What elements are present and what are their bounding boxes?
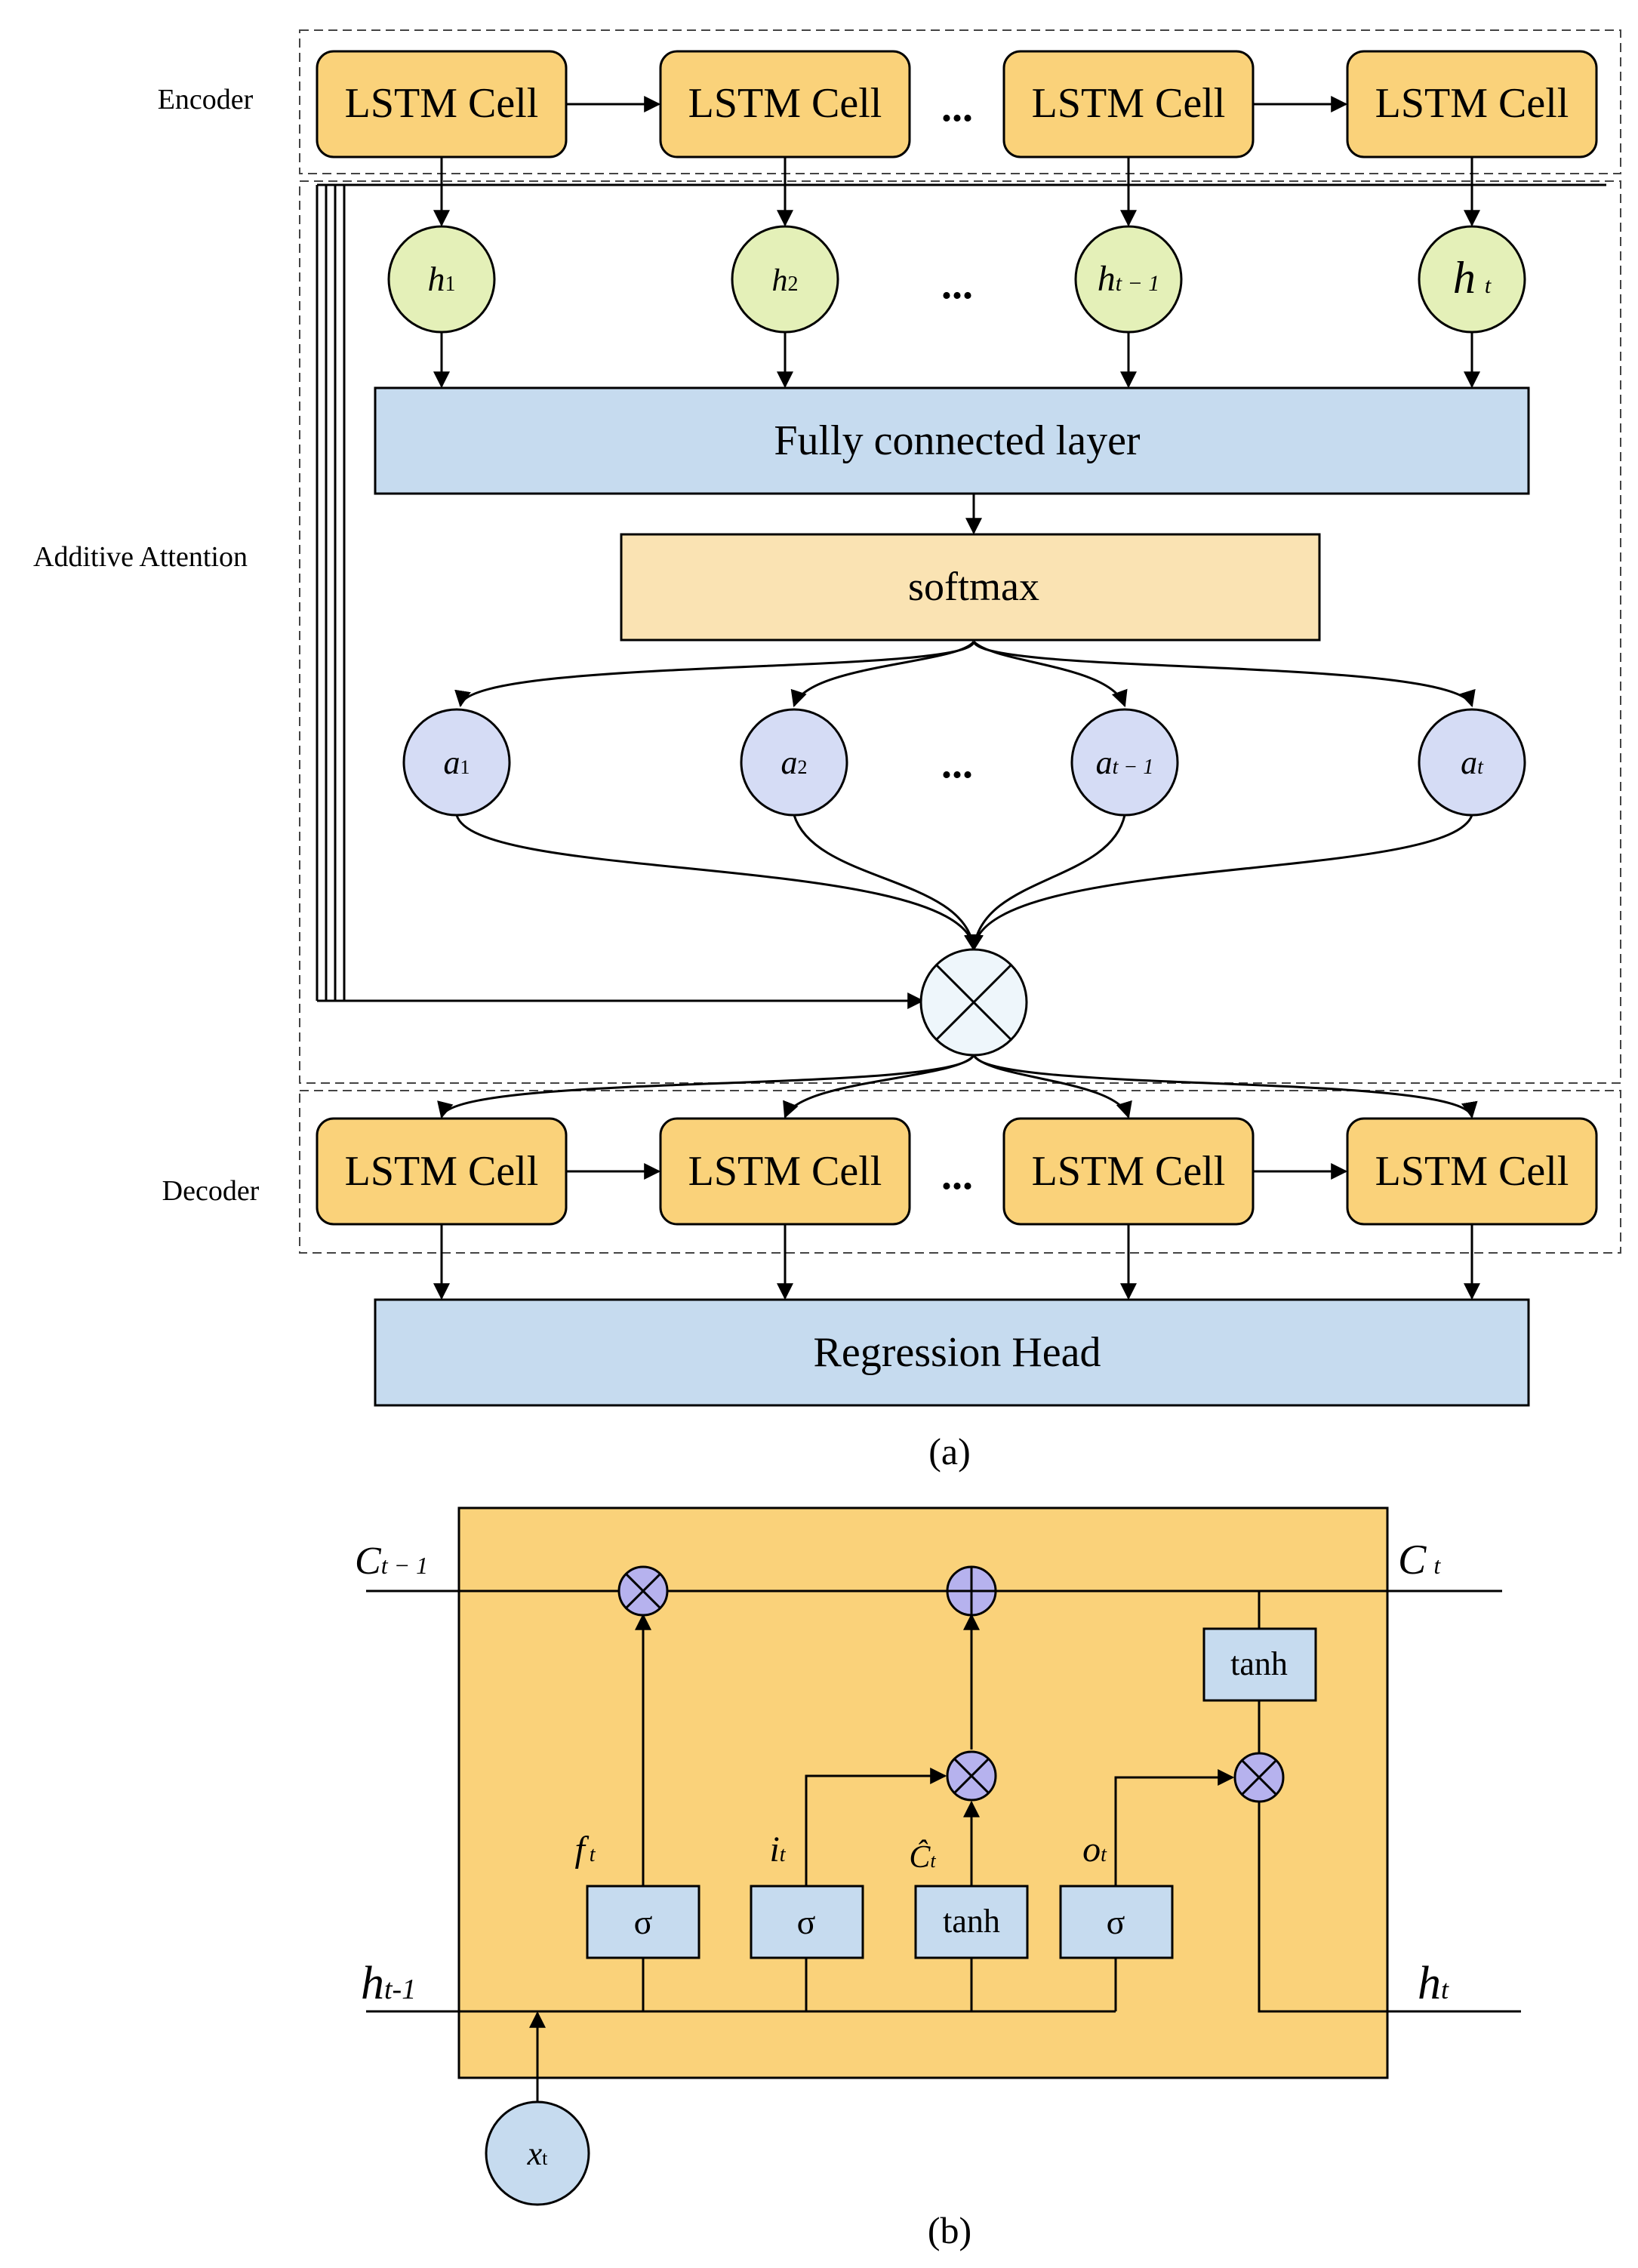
- softmax-label: softmax: [908, 564, 1039, 609]
- cell-tanh-label: tanh: [1230, 1645, 1288, 1682]
- a-t-label: at: [1461, 744, 1484, 781]
- input-multiply-op: [946, 1750, 997, 1802]
- context-fanout: [437, 1054, 1478, 1119]
- output-multiply-op: [1233, 1752, 1285, 1803]
- decoder-lstm-cell-4-label: LSTM Cell: [1375, 1148, 1569, 1195]
- h2-label: h2: [772, 263, 799, 298]
- attention-label: Additive Attention: [33, 541, 248, 573]
- encoder-lstm-cell-2-label: LSTM Cell: [688, 80, 882, 127]
- regression-head: [374, 1298, 1530, 1407]
- output-to-mult-arrow: [1114, 1769, 1235, 1886]
- decoder-frame: [299, 1090, 1621, 1254]
- h1-label: h1: [428, 260, 456, 298]
- encoder-lstm-cell-4-label: LSTM Cell: [1375, 80, 1569, 127]
- regression-head-label: Regression Head: [813, 1329, 1101, 1376]
- encoder-cells: LSTM Cell LSTM Cell LSTM Cell LSTM Cell …: [316, 50, 1598, 158]
- hidden-ellipsis: ...: [941, 261, 973, 308]
- input-to-mult-arrow: [805, 1768, 947, 1886]
- encoder-ellipsis: ...: [941, 84, 973, 131]
- fully-connected-label: Fully connected layer: [774, 417, 1141, 464]
- decoder-lstm-cell-1-label: LSTM Cell: [345, 1148, 539, 1195]
- candidate-tanh-box: [914, 1885, 1029, 1959]
- a1-label: a1: [444, 744, 470, 781]
- fully-connected-layer: [374, 386, 1530, 495]
- h-next-label: ht: [1418, 1958, 1449, 2009]
- skip-connection: [316, 183, 1606, 1009]
- lstm-cell-panel: [457, 1506, 1389, 2079]
- decoder-ellipsis: ...: [941, 1152, 973, 1199]
- c-prev-label: Ct − 1: [355, 1540, 428, 1583]
- decoder-cells: LSTM Cell LSTM Cell LSTM Cell LSTM Cell …: [316, 1117, 1598, 1226]
- softmax-fanout: [454, 640, 1476, 708]
- forget-multiply-op: [617, 1565, 669, 1617]
- caption-a: (a): [928, 1430, 971, 1473]
- input-gate-label: it: [769, 1829, 786, 1869]
- candidate-label: Ĉt: [909, 1839, 936, 1875]
- softmax-box: [620, 533, 1321, 642]
- decoder-lstm-cell-3-label: LSTM Cell: [1032, 1148, 1226, 1195]
- a-t-minus-1-label: at − 1: [1096, 744, 1154, 781]
- attention-fanin: [455, 814, 1473, 952]
- decoder-lstm-cell-2-label: LSTM Cell: [688, 1148, 882, 1195]
- input-gate-sigma: σ: [797, 1903, 816, 1941]
- forget-gate-box: [586, 1885, 700, 1959]
- h-prev-label: ht-1: [361, 1958, 416, 2009]
- h-t-minus-1-label: ht − 1: [1098, 259, 1160, 299]
- attention-ellipsis: ...: [941, 740, 973, 787]
- encoder-lstm-cell-3-label: LSTM Cell: [1032, 80, 1226, 127]
- cell-add-op: [946, 1565, 997, 1617]
- input-gate-box: [750, 1885, 864, 1959]
- caption-b: (b): [928, 2209, 971, 2251]
- x-t-label: xt: [527, 2135, 549, 2172]
- encoder-frame: [299, 29, 1621, 174]
- a2-label: a2: [781, 744, 808, 781]
- context-multiply-node: [919, 948, 1028, 1057]
- candidate-tanh-label: tanh: [943, 1903, 1000, 1940]
- encoder-lstm-cell-1-label: LSTM Cell: [345, 80, 539, 127]
- attention-weight-nodes: a1 a2 at − 1 at ...: [402, 708, 1526, 817]
- cell-tanh-box: [1202, 1627, 1317, 1702]
- hidden-out-line: [1258, 1783, 1521, 2013]
- output-gate-sigma: σ: [1107, 1903, 1125, 1941]
- output-gate-box: [1059, 1885, 1174, 1959]
- encoder-label: Encoder: [158, 84, 254, 115]
- decoder-label: Decoder: [162, 1175, 260, 1207]
- forget-gate-sigma: σ: [634, 1903, 653, 1941]
- attention-frame: [299, 180, 1621, 1084]
- figure-a: Encoder Additive Attention Decoder LSTM …: [33, 29, 1621, 1473]
- output-gate-label: ot: [1082, 1829, 1107, 1869]
